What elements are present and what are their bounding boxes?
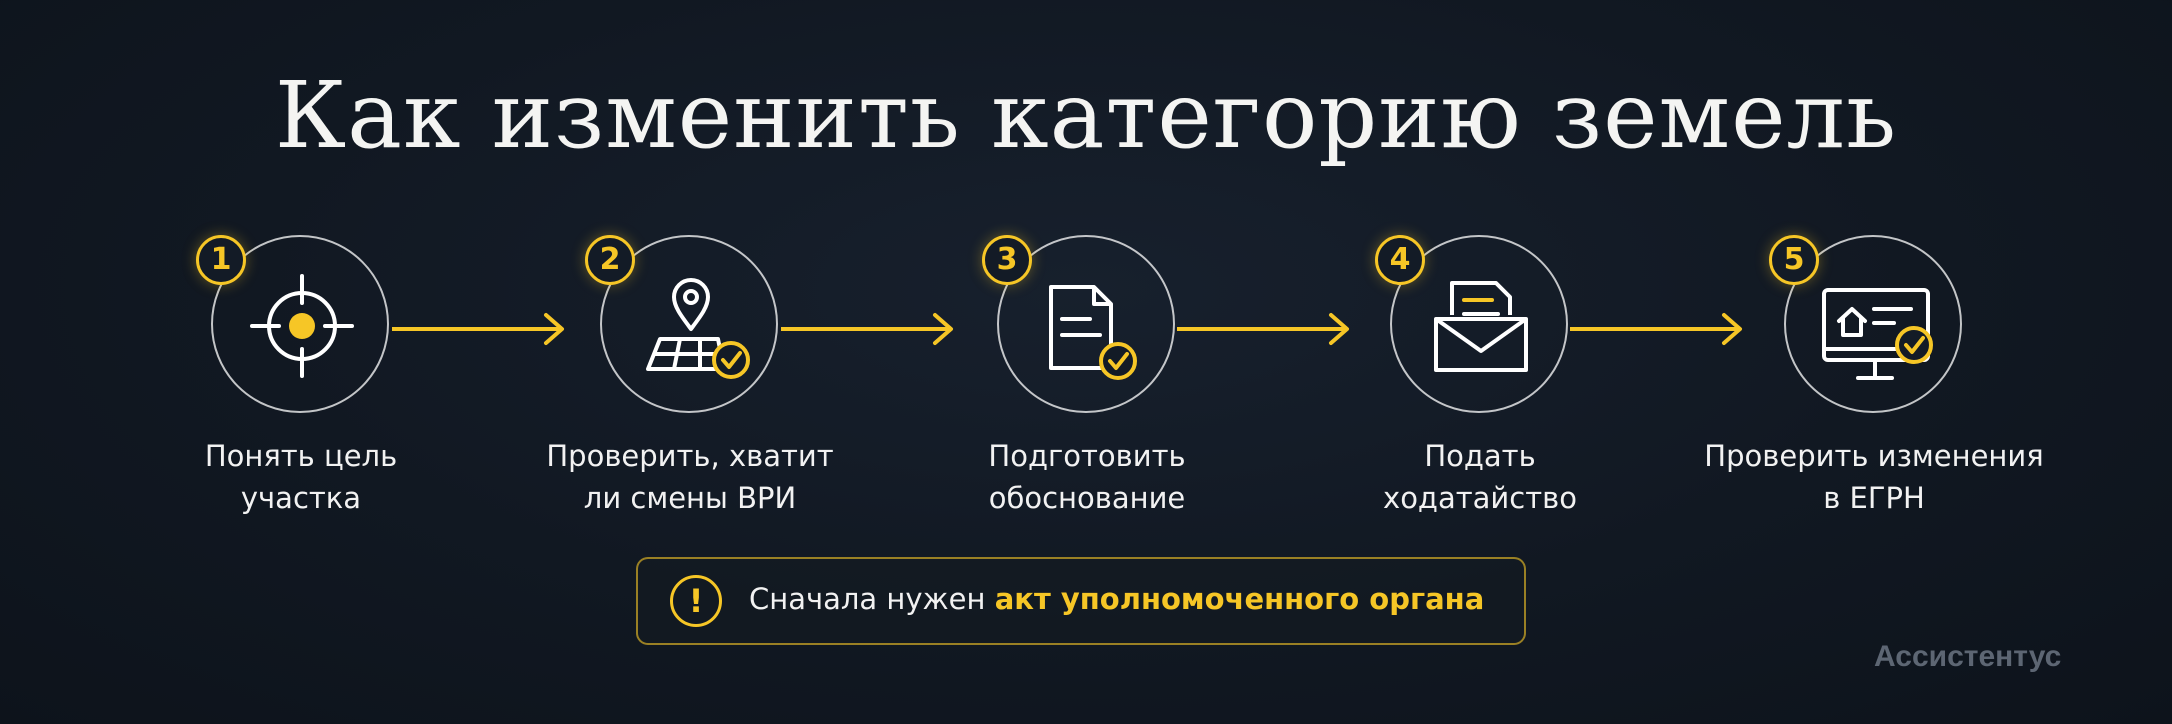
- arrow-3-to-4: [1177, 313, 1349, 345]
- step-5-number: 5: [1769, 235, 1819, 285]
- step-2-label: Проверить, хватит ли смены ВРИ: [500, 435, 880, 519]
- step-2-circle: [600, 235, 778, 413]
- warning-icon: !: [670, 575, 722, 627]
- page-title: Как изменить категорию земель: [274, 62, 1898, 169]
- step-3-circle: [997, 235, 1175, 413]
- brand-watermark: Ассистентус: [1874, 640, 2062, 673]
- step-3-label: Подготовить обоснование: [897, 435, 1277, 519]
- step-4-label-line2: ходатайство: [1383, 481, 1577, 515]
- step-5-label: Проверить изменения в ЕГРН: [1684, 435, 2064, 519]
- step-5-circle: [1784, 235, 1962, 413]
- callout-text-highlight: акт уполномоченного органа: [994, 582, 1485, 616]
- step-3-label-line2: обоснование: [988, 481, 1186, 515]
- step-1-label-line1: Понять цель: [204, 439, 398, 473]
- step-1-circle: [211, 235, 389, 413]
- callout-text-prefix: Сначала нужен: [749, 582, 995, 616]
- step-4-label: Подать ходатайство: [1290, 435, 1670, 519]
- map-pin-check-icon: [646, 278, 750, 379]
- callout-text: Сначала нужен акт уполномоченного органа: [749, 582, 1484, 616]
- document-check-icon: [1049, 285, 1137, 380]
- step-3-label-line1: Подготовить: [988, 439, 1186, 473]
- warning-callout: ! Сначала нужен акт уполномоченного орга…: [636, 557, 1526, 645]
- arrow-1-to-2: [392, 313, 564, 345]
- step-5-label-line2: в ЕГРН: [1823, 481, 1925, 515]
- step-1-label-line2: участка: [240, 481, 362, 515]
- step-1-number: 1: [196, 235, 246, 285]
- step-4-label-line1: Подать: [1424, 439, 1536, 473]
- step-2-label-line2: ли смены ВРИ: [583, 481, 797, 515]
- step-2-label-line1: Проверить, хватит: [546, 439, 834, 473]
- step-2-number: 2: [585, 235, 635, 285]
- monitor-house-check-icon: [1822, 288, 1933, 380]
- step-3-number: 3: [982, 235, 1032, 285]
- envelope-letter-icon: [1434, 281, 1528, 372]
- arrow-2-to-3: [781, 313, 953, 345]
- target-icon: [250, 274, 354, 378]
- step-4-number: 4: [1375, 235, 1425, 285]
- step-1-label: Понять цель участка: [111, 435, 491, 519]
- step-4-circle: [1390, 235, 1568, 413]
- step-5-label-line1: Проверить изменения: [1704, 439, 2044, 473]
- arrow-4-to-5: [1570, 313, 1742, 345]
